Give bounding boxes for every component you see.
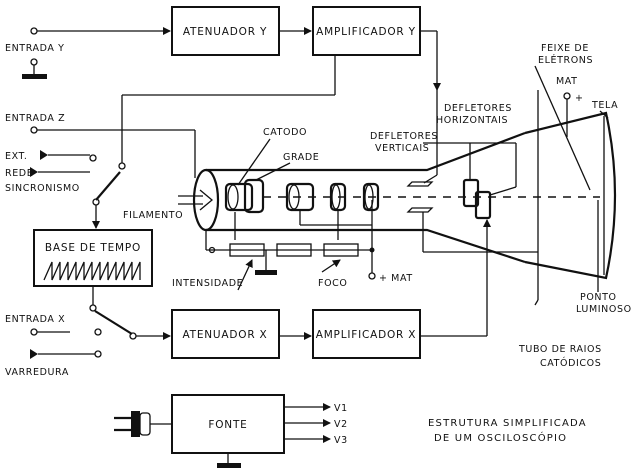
- filamento-label: FILAMENTO: [123, 210, 183, 221]
- control-network: + MAT INTENSIDADE FOCO: [172, 200, 413, 291]
- v2-label: V2: [334, 419, 348, 430]
- grade-label: GRADE: [283, 152, 319, 163]
- power-supply: FONTE V1 V2 V3: [114, 394, 348, 468]
- z-channel: ENTRADA Z EXT. REDE SINCRONISMO: [5, 55, 336, 229]
- grade-electrode: [243, 178, 265, 214]
- power-plug-icon: [114, 411, 172, 437]
- entrada-z-terminal: [30, 126, 38, 134]
- tubo-label-2: CATÓDICOS: [540, 357, 601, 369]
- entrada-y-terminal: [30, 27, 38, 35]
- feixe-label-2: ELÉTRONS: [538, 54, 593, 66]
- fonte-block: [171, 394, 285, 454]
- ext-contact: [89, 154, 97, 162]
- fonte-label: FONTE: [208, 419, 247, 431]
- foco-potentiometer: [323, 243, 359, 257]
- amplificador-y-label: AMPLIFICADOR Y: [316, 26, 416, 38]
- tela-screen: [524, 111, 617, 280]
- defletores-horizontais-label-1: DEFLETORES: [444, 103, 512, 114]
- tube-base: [192, 168, 220, 232]
- ground-symbol: [217, 463, 241, 468]
- base-de-tempo-label: BASE DE TEMPO: [45, 242, 141, 254]
- intensidade-potentiometer: [229, 243, 265, 257]
- catodo-label: CATODO: [263, 127, 307, 138]
- foco-label: FOCO: [318, 278, 347, 289]
- sync-contact: [118, 162, 126, 170]
- feixe-label-1: FEIXE DE: [541, 43, 589, 54]
- entrada-x-terminal: [30, 328, 38, 336]
- mat-label: MAT: [556, 76, 578, 87]
- sync-switch-lever: [95, 171, 121, 201]
- mat-plus-sign: +: [575, 93, 584, 104]
- crt-tube: FILAMENTO: [123, 90, 617, 306]
- x-channel: ENTRADA X VARREDURA ATENUADOR X AMPLIFIC…: [5, 219, 491, 378]
- x-switch-lever: [94, 310, 133, 335]
- atenuador-x-block: [171, 309, 280, 359]
- mat-plus-label: + MAT: [379, 273, 413, 284]
- v1-label: V1: [334, 403, 348, 414]
- time-base: BASE DE TEMPO: [33, 229, 153, 312]
- varredura-label: VARREDURA: [5, 367, 69, 378]
- ground-symbol: [255, 270, 277, 275]
- tube-labels: CATODO GRADE DEFLETORES VERTICAIS DEFLET…: [237, 43, 632, 369]
- entrada-y-label: ENTRADA Y: [5, 43, 65, 54]
- entrada-x-label: ENTRADA X: [5, 314, 65, 325]
- ext-label: EXT.: [5, 151, 27, 162]
- ground-symbol: [22, 74, 47, 79]
- anode-2: [362, 182, 380, 212]
- amplificador-x-label: AMPLIFICADOR X: [316, 329, 417, 341]
- vertical-deflector-bottom: [406, 207, 434, 213]
- tela-label: TELA: [591, 100, 618, 111]
- sawtooth-icon: [43, 261, 141, 281]
- atenuador-y-label: ATENUADOR Y: [183, 26, 267, 38]
- v3-label: V3: [334, 435, 348, 446]
- horizontal-deflector-right: [474, 190, 492, 220]
- mat-terminal: [563, 92, 571, 100]
- defletores-verticais-label-1: DEFLETORES: [370, 131, 438, 142]
- mat-plus-terminal: [368, 272, 376, 280]
- intensidade-label: INTENSIDADE: [172, 278, 243, 289]
- caption-line-1: ESTRUTURA SIMPLIFICADA: [428, 418, 587, 429]
- tubo-label-1: TUBO DE RAIOS: [518, 344, 602, 355]
- sincronismo-label: SINCRONISMO: [5, 183, 80, 194]
- atenuador-x-label: ATENUADOR X: [182, 329, 267, 341]
- caption-line-2: DE UM OSCILOSCÓPIO: [434, 431, 567, 444]
- rede-label: REDE: [5, 168, 33, 179]
- ponto-label-2: LUMINOSO: [576, 304, 632, 315]
- entrada-y-ground-terminal: [30, 58, 38, 66]
- defletores-horizontais-label-2: HORIZONTAIS: [436, 115, 508, 126]
- y-channel: ENTRADA Y ATENUADOR Y AMPLIFICADOR Y: [5, 6, 441, 175]
- entrada-z-label: ENTRADA Z: [5, 113, 65, 124]
- ponto-label-1: PONTO: [580, 292, 617, 303]
- amplificador-x-block: [312, 309, 421, 359]
- resistor: [276, 243, 312, 257]
- amplificador-y-block: [312, 6, 421, 56]
- defletores-verticais-label-2: VERTICAIS: [375, 143, 429, 154]
- vertical-deflector-top: [406, 181, 434, 187]
